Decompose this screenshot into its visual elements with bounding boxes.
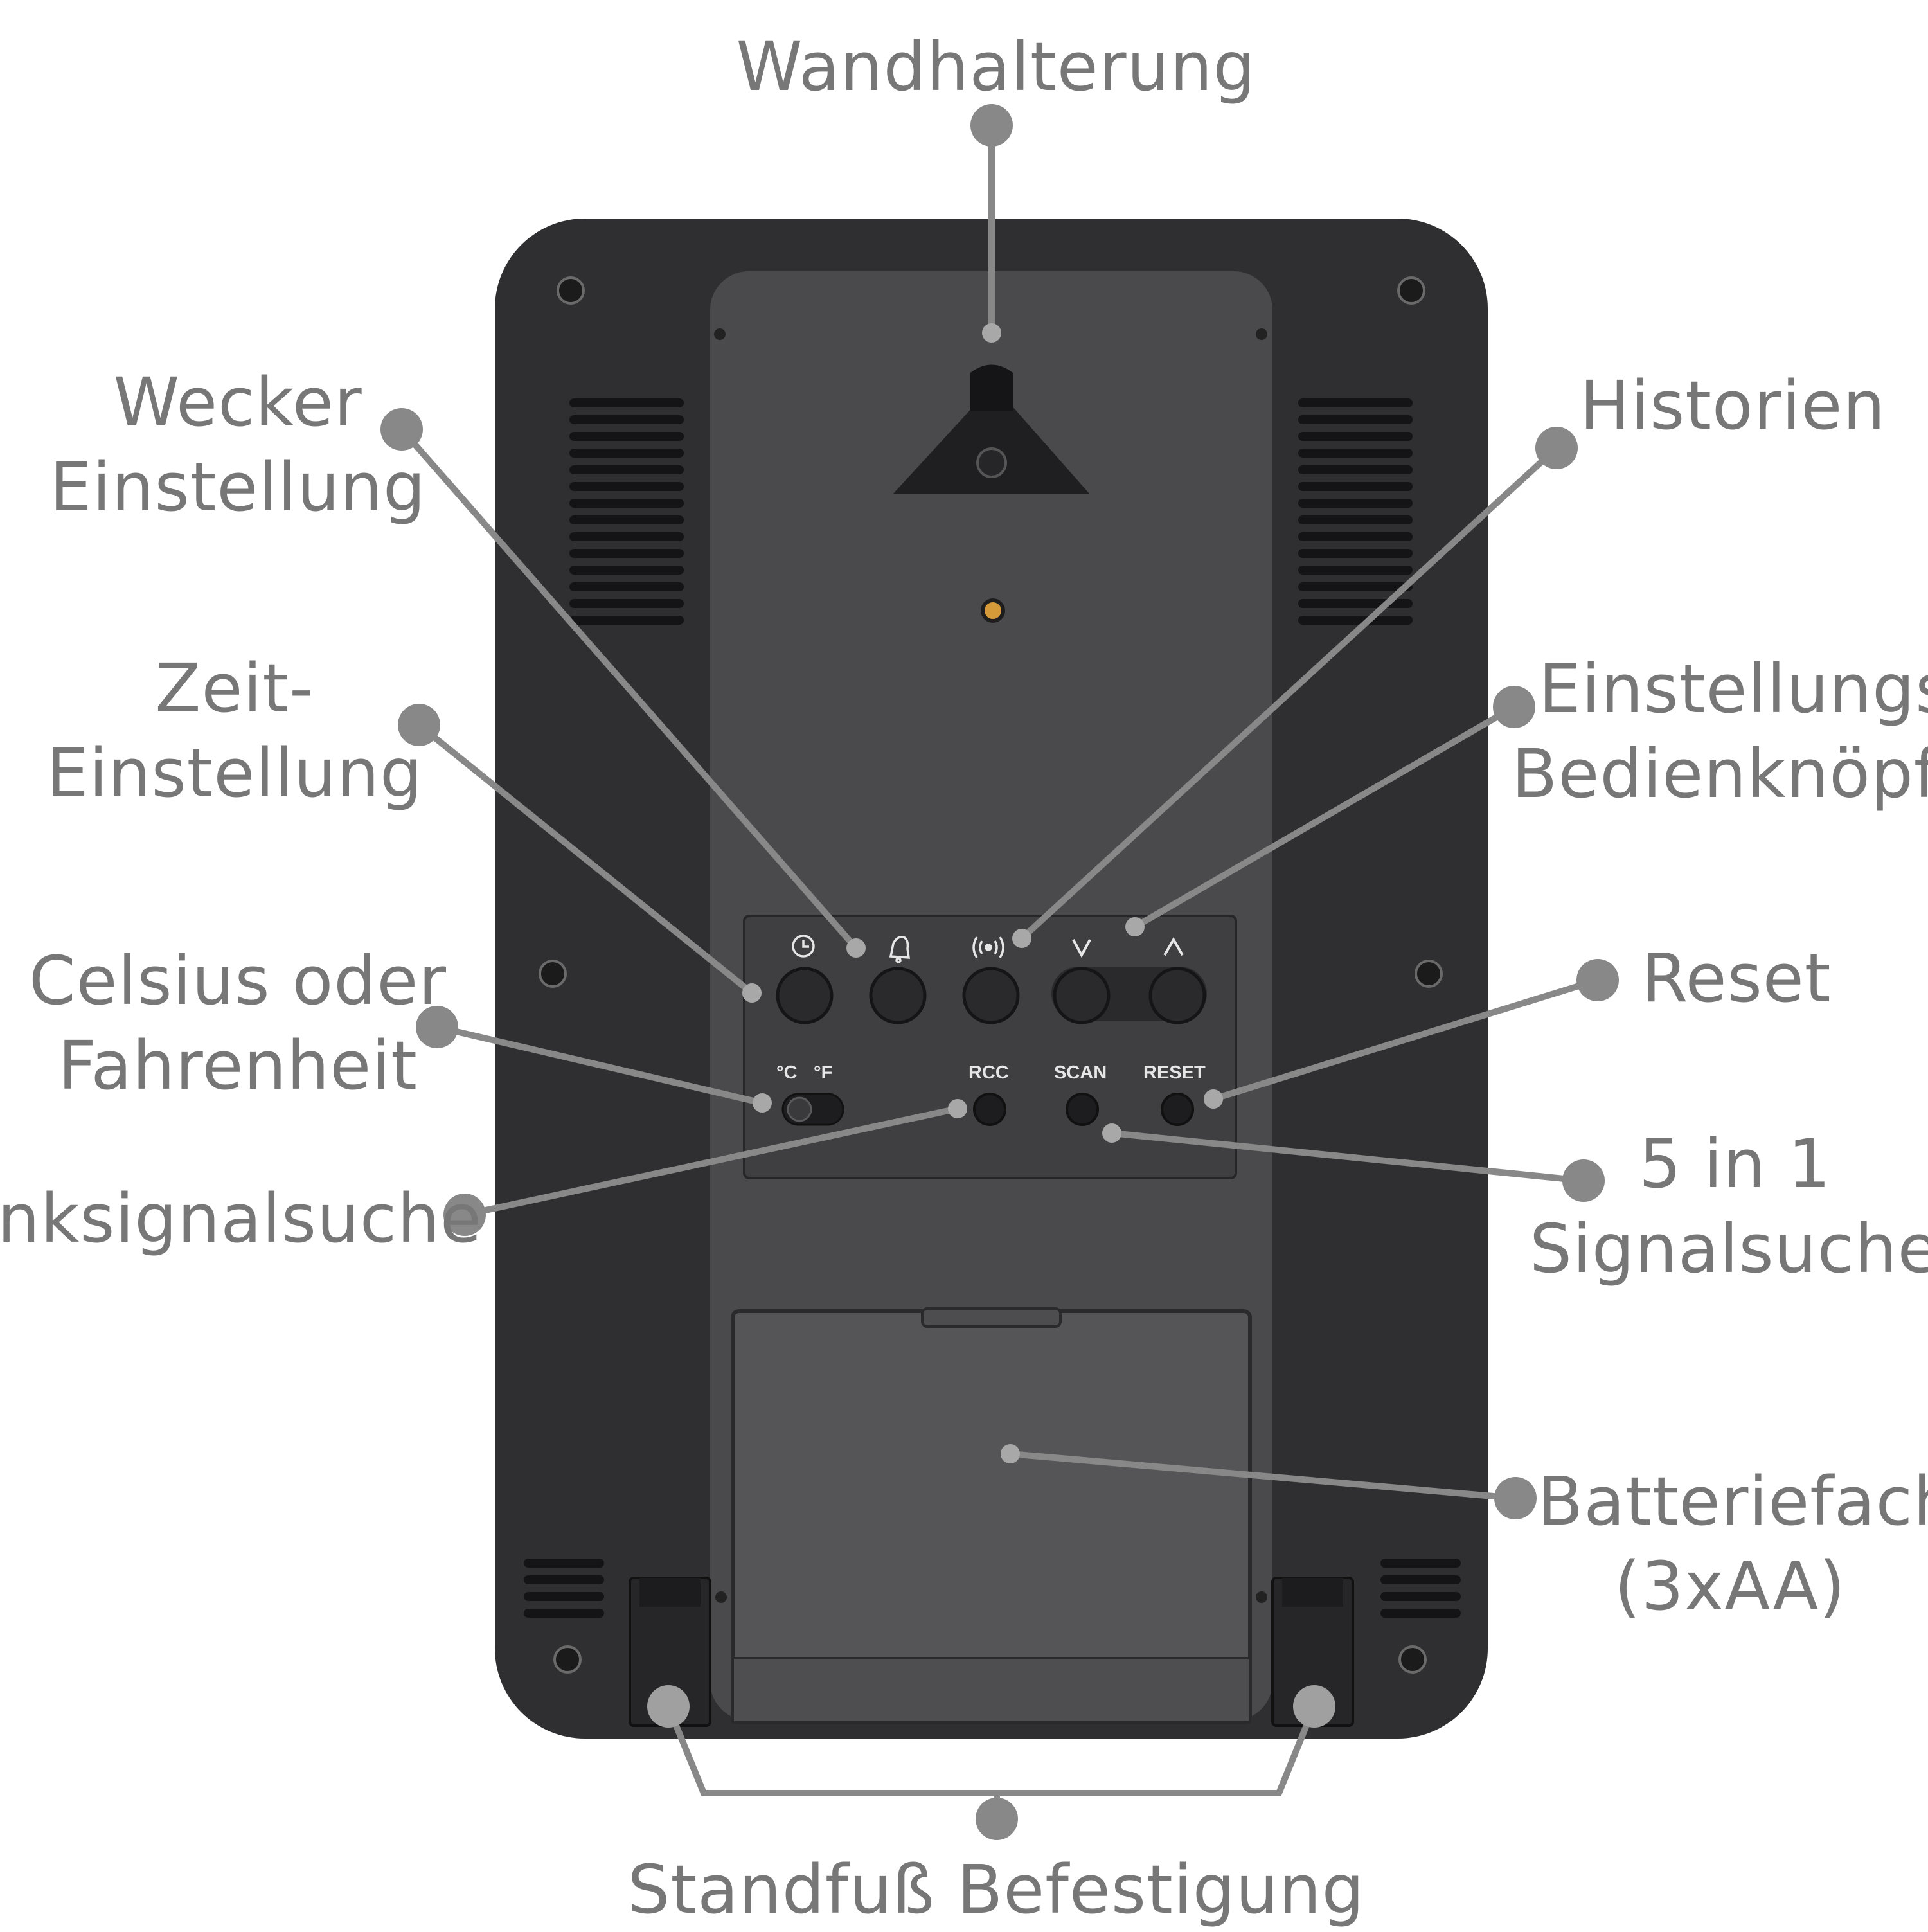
bell-icon bbox=[889, 935, 911, 963]
clock-icon bbox=[792, 935, 815, 958]
callout-alarm-setting: Wecker Einstellung bbox=[49, 363, 427, 526]
vent-slot bbox=[1298, 398, 1413, 407]
callout-stand-mount: Standfuß Befestigung bbox=[627, 1850, 1365, 1929]
callout-radio-signal-search: Funksignalsuche bbox=[0, 1179, 482, 1258]
leader-rcc bbox=[461, 1105, 961, 1218]
vent-slot bbox=[1298, 616, 1413, 625]
reset-button[interactable] bbox=[1161, 1093, 1194, 1126]
vent-slot bbox=[1298, 465, 1413, 474]
radio-wave-icon bbox=[972, 936, 1004, 958]
fahrenheit-label: °F bbox=[814, 1062, 832, 1083]
callout-5in1-signal-search: 5 in 1 Signalsuche bbox=[1530, 1125, 1928, 1288]
scan-label: SCAN bbox=[1054, 1062, 1107, 1083]
vent-slot bbox=[1298, 582, 1413, 591]
chevron-down-icon bbox=[1072, 939, 1091, 958]
leader-alarm bbox=[398, 426, 859, 951]
vent-slot bbox=[569, 482, 684, 491]
vent-slot bbox=[569, 532, 684, 541]
vent-grille-right bbox=[1298, 398, 1413, 625]
vent-slot bbox=[1298, 549, 1413, 558]
vent-slot bbox=[1380, 1559, 1461, 1568]
vent-slot bbox=[1298, 415, 1413, 424]
vent-slot bbox=[524, 1609, 604, 1618]
leader-time bbox=[416, 722, 755, 996]
vent-slot bbox=[569, 415, 684, 424]
callout-wall-mount: Wandhalterung bbox=[736, 28, 1256, 106]
sensor-led bbox=[981, 598, 1005, 623]
vent-grille-left bbox=[569, 398, 684, 625]
vent-slot bbox=[1298, 599, 1413, 608]
leader-reset bbox=[1210, 977, 1601, 1102]
up-button[interactable] bbox=[1148, 967, 1206, 1024]
vent-slot bbox=[569, 566, 684, 575]
vent-slot bbox=[524, 1592, 604, 1601]
vent-slot bbox=[1298, 515, 1413, 524]
callout-setting-buttons: Einstellungs- Bedienknöpfe bbox=[1512, 650, 1928, 813]
vent-slot bbox=[569, 499, 684, 508]
vent-slot bbox=[569, 616, 684, 625]
vent-slot bbox=[1298, 482, 1413, 491]
leader-stand bbox=[665, 1703, 1317, 1796]
vent-slot bbox=[1298, 532, 1413, 541]
callout-battery: Batteriefach (3xAA) bbox=[1537, 1462, 1928, 1625]
leader-celsius bbox=[434, 1024, 765, 1106]
screw-icon bbox=[539, 276, 1443, 1674]
history-button[interactable] bbox=[962, 967, 1020, 1024]
wall-mount-hook bbox=[893, 364, 1089, 494]
vent-slot bbox=[569, 549, 684, 558]
battery-door-latch bbox=[921, 1307, 1062, 1328]
down-button[interactable] bbox=[1053, 967, 1111, 1024]
stand-foot-right bbox=[1271, 1577, 1354, 1727]
rcc-button[interactable] bbox=[973, 1093, 1006, 1126]
vent-slot bbox=[1298, 449, 1413, 458]
vent-slot bbox=[1298, 499, 1413, 508]
vent-slot bbox=[1380, 1609, 1461, 1618]
stand-foot-left bbox=[629, 1577, 711, 1727]
vent-slot bbox=[569, 432, 684, 441]
vent-slot bbox=[569, 582, 684, 591]
stand-hinge-bar bbox=[731, 1657, 1251, 1724]
callout-time-setting: Zeit- Einstellung bbox=[46, 649, 424, 812]
alarm-button[interactable] bbox=[869, 967, 927, 1024]
chevron-up-icon bbox=[1163, 937, 1184, 956]
leader-5in1 bbox=[1109, 1130, 1587, 1184]
panel-screw-dots bbox=[714, 328, 1267, 1603]
scan-button[interactable] bbox=[1066, 1093, 1099, 1126]
vent-slot bbox=[1298, 432, 1413, 441]
callout-celsius-fahrenheit: Celsius oder Fahrenheit bbox=[28, 942, 447, 1105]
vent-slot bbox=[1298, 566, 1413, 575]
leader-lines bbox=[398, 122, 1601, 1822]
leader-battery bbox=[1007, 1451, 1519, 1501]
vent-slot bbox=[569, 465, 684, 474]
vent-slot bbox=[569, 449, 684, 458]
vent-slot bbox=[569, 398, 684, 407]
time-button[interactable] bbox=[776, 967, 834, 1024]
rcc-label: RCC bbox=[968, 1062, 1009, 1083]
celsius-label: °C bbox=[776, 1062, 798, 1083]
vent-slot bbox=[524, 1575, 604, 1584]
vent-slot bbox=[569, 599, 684, 608]
callout-reset: Reset bbox=[1641, 939, 1832, 1017]
vent-grille-bottom-right bbox=[1380, 1559, 1461, 1618]
callout-history: Historien bbox=[1580, 366, 1886, 445]
leader-endpoints bbox=[380, 104, 1619, 1840]
vent-slot bbox=[1380, 1592, 1461, 1601]
vent-slot bbox=[524, 1559, 604, 1568]
vent-slot bbox=[569, 515, 684, 524]
vent-slot bbox=[1380, 1575, 1461, 1584]
unit-switch-knob bbox=[787, 1096, 812, 1122]
leader-settings bbox=[1132, 704, 1517, 930]
vent-grille-bottom-left bbox=[524, 1559, 604, 1618]
reset-label: RESET bbox=[1143, 1062, 1206, 1083]
leader-history bbox=[1019, 445, 1560, 942]
